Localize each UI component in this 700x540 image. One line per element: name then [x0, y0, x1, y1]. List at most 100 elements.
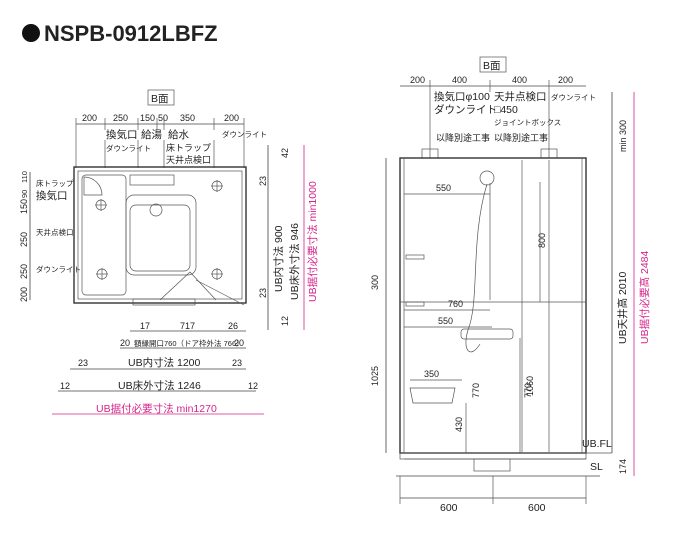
elev-drain-trap [473, 458, 511, 472]
elev-top-dim: 200 [558, 75, 573, 85]
plan-label-downlight-right: ダウンライト [222, 129, 267, 139]
elev-tub-shelf [409, 387, 456, 404]
elev-sl: SL [590, 461, 603, 473]
plan-top-dim: 200 [82, 113, 97, 123]
plan-label-tenjo-tenkenguchi: 天井点検口 [166, 154, 211, 165]
elev-dim: 430 [454, 417, 464, 432]
elev-dim: 1060 [525, 376, 535, 396]
page-title: NSPB-0912LBFZ [44, 21, 218, 46]
plan-room-inner [77, 170, 243, 300]
plan-left-dim: 200 [19, 287, 29, 302]
plan-label-yuka-trap: 床トラップ [166, 142, 211, 153]
plan-top-dim: 350 [180, 113, 195, 123]
elev-dim: 600 [440, 502, 458, 514]
plan-right-inner: UB内寸法 900 [272, 225, 285, 292]
plan-top-dim: 150 [140, 113, 155, 123]
elev-label-kankiguchi: 換気口φ100 [434, 90, 490, 103]
elev-dim: 300 [370, 275, 380, 290]
elev-face-label-box [479, 56, 507, 73]
plan-label-kankiguchi: 換気口 [106, 128, 138, 141]
plan-left-label-kankiguchi: 換気口 [36, 189, 68, 202]
plan-bottom-required: UB据付必要寸法 min1270 [96, 402, 217, 415]
plan-right-dim: 42 [280, 148, 290, 158]
elev-dim: 760 [448, 299, 463, 309]
elev-ceiling-height: UB天井高 2010 [616, 271, 629, 344]
plan-left-dim: 250 [19, 232, 29, 247]
plan-left-dim: 250 [19, 264, 29, 279]
elev-dim: 600 [528, 502, 546, 514]
elev-face-label: B面 [483, 60, 501, 72]
elev-dim: 770 [471, 383, 481, 398]
plan-room-outline [73, 166, 247, 304]
faucet-icon [460, 328, 514, 340]
elev-label-downlight: ダウンライト [434, 103, 497, 116]
elev-top-dim: 400 [512, 75, 527, 85]
elevation-view: B面 200 400 400 200 換気口φ100 ダウンライト 以降別途工事… [370, 56, 651, 514]
elev-shelf [405, 301, 425, 307]
plan-bottom-floor-outer: UB床外寸法 1246 [118, 379, 201, 392]
elev-shelf [405, 254, 425, 260]
elev-label-junction: ジョイントボックス [494, 118, 561, 127]
plan-face-label-box [147, 89, 175, 106]
plan-left-dim: 90 [20, 190, 29, 198]
plan-top-dim: 250 [113, 113, 128, 123]
plan-view: B面 200 250 150 50 350 200 換気口 ダウンライト 給湯 … [19, 89, 319, 415]
plan-bottom-dim: 23 [78, 358, 88, 368]
plan-left-label-tenjo: 天井点検口 [36, 227, 74, 237]
elev-required-height: UB据付必要高 2484 [638, 250, 651, 344]
elev-label-downlight-right: ダウンライト [551, 92, 596, 102]
elev-floor-pan [399, 452, 587, 460]
plan-door-swing [159, 271, 217, 301]
plan-floor-area [81, 174, 127, 296]
plan-floor-trap [83, 176, 103, 196]
elev-label-tenjo: 天井点検口 [494, 90, 547, 103]
plan-bottom-inner: UB内寸法 1200 [128, 356, 201, 369]
elev-dim: 550 [436, 183, 451, 193]
elev-dim: 174 [618, 459, 628, 474]
plan-right-required: UB据付必要寸法 min1000 [306, 181, 319, 302]
plan-drain-icon [149, 203, 163, 217]
elev-dim: 1025 [370, 366, 380, 386]
elev-dim: 350 [424, 369, 439, 379]
elev-label-size450: □450 [494, 104, 518, 116]
plan-label-kyusui: 給水 [168, 128, 189, 141]
plan-bottom-dim: 23 [232, 358, 242, 368]
elev-dim: 550 [438, 316, 453, 326]
plan-bottom-opening: 額縁開口760（ドア枠外法 766） [134, 338, 244, 348]
plan-label-kyuto: 給湯 [141, 128, 162, 141]
shower-hose [465, 183, 488, 353]
elev-top-dim: 200 [410, 75, 425, 85]
plan-bottom-dim: 17 [140, 321, 150, 331]
plan-bottom-dim: 20 [120, 338, 130, 348]
elev-dim: 770 [523, 383, 533, 398]
plan-face-label: B面 [151, 93, 169, 105]
plan-bottom-dim: 26 [228, 321, 238, 331]
plan-right-floor-outer: UB床外寸法 946 [288, 223, 301, 300]
plan-top-dim: 200 [224, 113, 239, 123]
elev-label-separate-1: 以降別途工事 [436, 132, 490, 143]
plan-left-label-yuka-trap: 床トラップ [36, 178, 74, 188]
plan-bathtub [125, 194, 197, 276]
elev-dim: 800 [537, 233, 547, 248]
title-bullet [22, 24, 40, 42]
shower-head-icon [479, 170, 495, 186]
plan-right-dim: 12 [280, 316, 290, 326]
plan-door-frame [132, 298, 196, 306]
elev-top-dim: 400 [452, 75, 467, 85]
elev-enclosure [399, 157, 587, 454]
plan-label-downlight: ダウンライト [106, 143, 151, 153]
plan-top-dim: 50 [158, 113, 168, 123]
plan-right-dim: 23 [258, 288, 268, 298]
plan-bottom-dim: 20 [234, 338, 244, 348]
plan-left-dim: 110 [20, 171, 29, 183]
plan-bottom-dim: 12 [248, 381, 258, 391]
plan-faucet [129, 174, 175, 186]
plan-left-dim: 150 [19, 199, 29, 214]
plan-bottom-dim: 12 [60, 381, 70, 391]
elev-label-separate-2: 以降別途工事 [494, 132, 548, 143]
plan-right-dim: 23 [258, 176, 268, 186]
plan-bottom-dim: 717 [180, 321, 195, 331]
plan-bathtub-inner [129, 204, 191, 272]
